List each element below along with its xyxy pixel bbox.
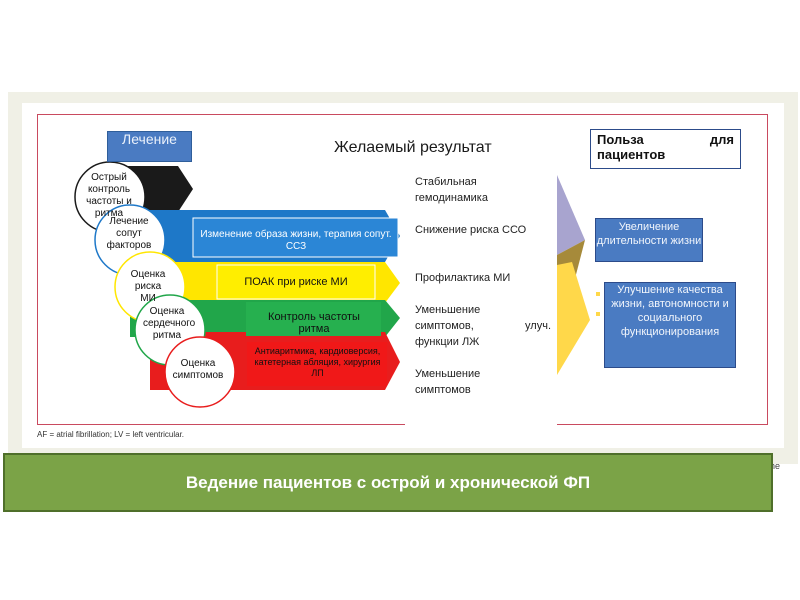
result-1-line-1: Стабильная (415, 176, 477, 188)
result-4: Уменьшение симптомов, улуч. функции ЛЖ (415, 302, 551, 350)
result-2: Снижение риска ССО (415, 224, 527, 236)
treatment-tab: Лечение (107, 131, 192, 162)
title-banner: Ведение пациентов с острой и хронической… (3, 453, 773, 512)
benefit-quality-of-life: Улучшение качества жизни, автономности и… (604, 282, 736, 368)
result-1: Стабильная гемодинамика (415, 174, 488, 206)
green-band-label: Контроль частоты ритма (268, 311, 360, 335)
red-band-label: Антиаритмика, кардиоверсия, катетерная а… (254, 346, 381, 378)
result-5: Уменьшение симптомов (415, 366, 480, 398)
benefit-header-word-1: Польза (597, 132, 644, 147)
green-inner-box (246, 302, 381, 336)
footnote: AF = atrial fibrillation; LV = left vent… (37, 430, 185, 439)
tiny-mark-1 (596, 292, 600, 296)
result-4-line-1: Уменьшение (415, 304, 481, 316)
circle-2-text: Лечение сопут факторов (106, 216, 152, 251)
result-3: Профилактика МИ (415, 272, 511, 284)
results-background (405, 170, 557, 425)
benefit-header: Польза для пациентов (590, 129, 741, 169)
yellow-inner-box (216, 264, 376, 300)
result-5-line-1: Уменьшение (415, 368, 481, 380)
chevron-top (557, 175, 585, 255)
circle-5-text: Оценка симптомов (172, 358, 224, 381)
result-1-line-2: гемодинамика (415, 192, 488, 204)
circle-4-text: Оценка сердечного ритма (143, 306, 196, 341)
chevron-bottom (557, 262, 590, 375)
circle-3-text: Оценка риска МИ (130, 269, 166, 304)
tiny-mark-2 (596, 312, 600, 316)
blue-band-label: Изменение образа жизни, терапия сопут. С… (200, 229, 392, 252)
yellow-band-label: ПОАК при риске МИ (244, 276, 348, 288)
blue-inner-box (192, 217, 399, 258)
edge-text: he (770, 461, 781, 471)
result-4-line-3: функции ЛЖ (415, 336, 480, 348)
result-5-line-2: симптомов (415, 384, 471, 396)
result-title: Желаемый результат (334, 139, 492, 156)
red-inner-box (247, 342, 387, 386)
benefit-life-length: Увеличение длительности жизни (595, 218, 703, 262)
result-4-line-2b: улуч. (525, 320, 551, 332)
result-4-line-2a: симптомов, (415, 320, 474, 332)
benefit-header-word-2: для (709, 132, 734, 147)
benefit-header-line-2: пациентов (597, 147, 666, 162)
circle-1-text: Острый контроль частоты и ритма (86, 172, 132, 219)
circle-5 (164, 336, 236, 408)
diagram-frame (37, 114, 768, 425)
